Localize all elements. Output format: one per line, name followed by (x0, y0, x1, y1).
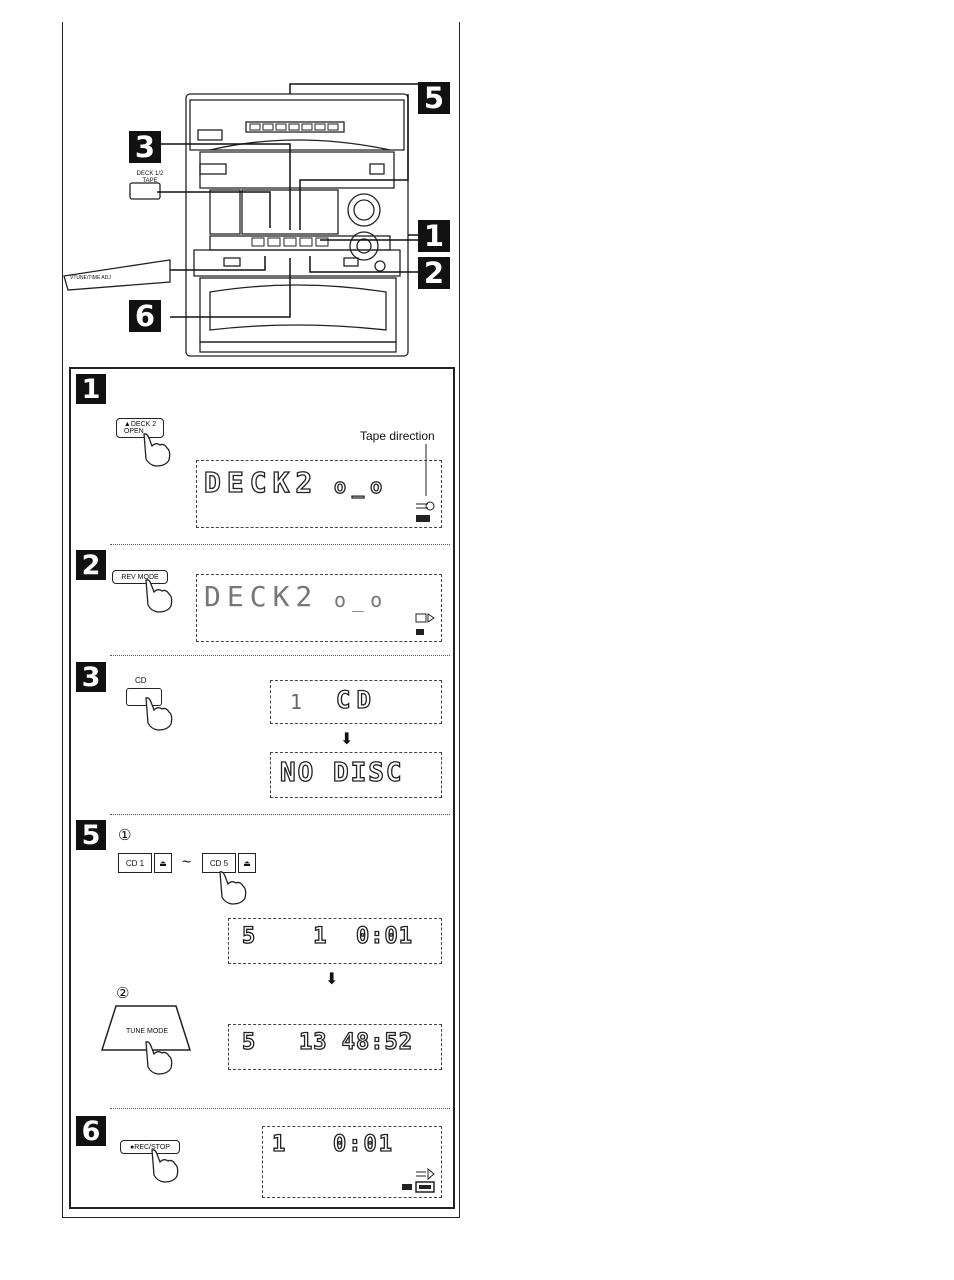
callout-badge-6-top: 6 (129, 300, 161, 332)
tune-mode-label: TUNE MODE (126, 1028, 168, 1035)
separator-1 (110, 544, 450, 545)
deck-tape-button-label: DECK 1/2 TAPE (132, 171, 168, 185)
substep-1-marker: ① (118, 826, 131, 844)
step2-display-text: DECK2 (204, 580, 318, 613)
step1-display-tail: o_o (334, 474, 388, 498)
down-arrow-icon: ⬇ (340, 732, 353, 748)
step-badge-5: 5 (76, 820, 106, 850)
tune-time-adj-label: VTUNE/TIME ADJ (70, 275, 111, 281)
step6-display-text: 1 0:01 (272, 1132, 394, 1157)
callout-badge-3-top: 3 (129, 131, 161, 163)
hand-pointer-icon (146, 1148, 182, 1184)
cd1-eject-button[interactable]: ⏏ (154, 853, 172, 873)
hand-pointer-icon (140, 1040, 176, 1076)
tape-direction-icon (414, 498, 436, 524)
step5-display-a-text: 5 1 0:01 (242, 924, 413, 949)
cd-button-caption: CD (135, 676, 147, 685)
step3-display-a-num: 1 (290, 690, 308, 714)
step3-display-b-text: NO DISC (280, 758, 404, 788)
step2-display-tail: o_o (334, 588, 388, 612)
tape-direction-label: Tape direction (360, 429, 435, 443)
hand-pointer-icon (140, 578, 176, 614)
callout-badge-2-top: 2 (418, 257, 450, 289)
callout-badge-5-top: 5 (418, 82, 450, 114)
separator-3 (110, 814, 450, 815)
step1-display-text: DECK2 (204, 466, 318, 499)
step-badge-6: 6 (76, 1116, 106, 1146)
step-badge-1: 1 (76, 374, 106, 404)
step5-display-b-text: 5 13 48:52 (242, 1030, 413, 1055)
separator-2 (110, 655, 450, 656)
hand-pointer-icon (214, 870, 250, 906)
stereo-system-illustration (60, 80, 460, 370)
separator-4 (110, 1108, 450, 1109)
step-badge-2: 2 (76, 550, 106, 580)
substep-2-marker: ② (116, 984, 129, 1002)
step3-display-a-text: CD (336, 686, 377, 714)
range-tilde: ~ (182, 854, 191, 872)
hand-pointer-icon (138, 432, 174, 468)
hand-pointer-icon (140, 696, 176, 732)
step-badge-3: 3 (76, 662, 106, 692)
callout-badge-1-top: 1 (418, 220, 450, 252)
down-arrow-icon: ⬇ (325, 972, 338, 988)
tape-direction-icon (400, 1166, 438, 1194)
tape-direction-icon (414, 612, 436, 638)
cd1-button[interactable]: CD 1 (118, 853, 152, 873)
